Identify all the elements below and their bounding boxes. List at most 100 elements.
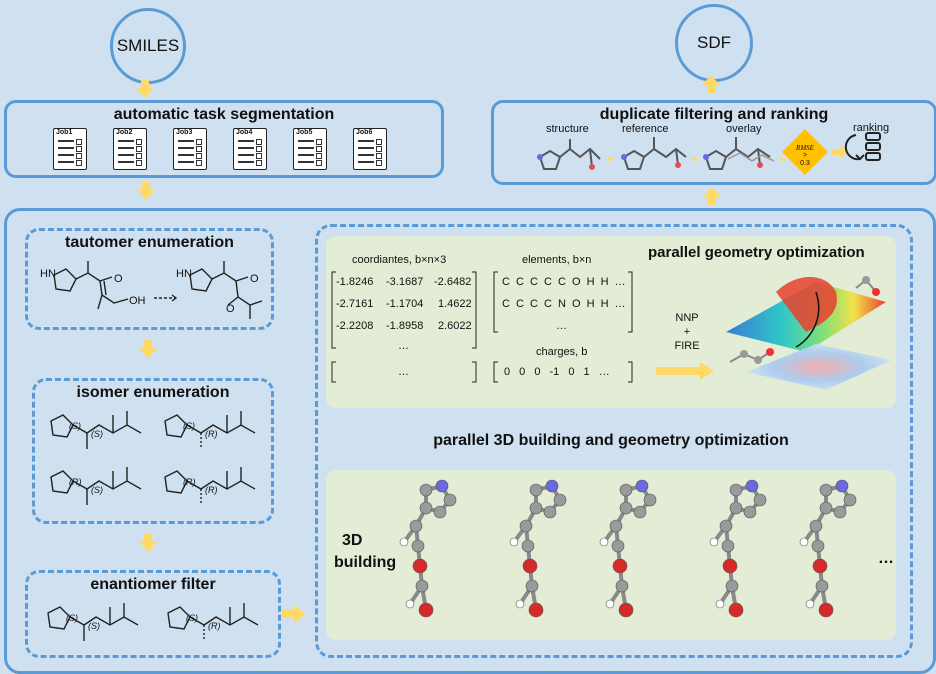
dedup-title: duplicate filtering and ranking [599, 106, 829, 123]
job-document: Job6 [353, 128, 387, 170]
job-document: Job4 [233, 128, 267, 170]
overlay-label: overlay [726, 123, 762, 135]
job-label: Job5 [296, 129, 313, 136]
coord-value: -2.6482 [434, 276, 472, 288]
isomer-box: isomer enumeration [32, 378, 274, 524]
smiles-node: SMILES [110, 8, 186, 84]
enantiomer-title: enantiomer filter [90, 576, 216, 593]
tautomer-title: tautomer enumeration [65, 234, 234, 251]
molecule-model [509, 479, 567, 618]
rmse-label: RMSE [796, 144, 814, 152]
segmentation-box: automatic task segmentation Job1 Job2 Job3… [4, 100, 444, 178]
tautomer-label-nh: HN [40, 268, 56, 280]
building-label-3d: 3D [342, 532, 363, 549]
coord-value: -1.1704 [386, 298, 424, 310]
charges-label: charges, b [536, 346, 588, 358]
sdf-node: SDF [675, 4, 753, 82]
optimization-panel: parallel geometry optimization coordiant… [326, 236, 896, 408]
rmse-threshold: 0.3 [800, 160, 810, 167]
job-document: Job2 [113, 128, 147, 170]
building-panel: 3D building … [326, 470, 896, 640]
stereo-label: (R) [208, 621, 221, 631]
coord-value: -2.2208 [336, 320, 374, 332]
job-label: Job6 [356, 129, 373, 136]
arrow-right [656, 362, 714, 380]
tautomer-structures [53, 261, 263, 319]
segmentation-title: automatic task segmentation [113, 106, 335, 123]
coord-value: 2.6022 [438, 320, 472, 332]
arrow-down [136, 80, 154, 98]
ellipsis: … [398, 366, 409, 378]
molecule-model [599, 479, 657, 618]
rmse-condition: RMSE > 0.3 [784, 144, 826, 168]
building-title: parallel 3D building and geometry optimi… [433, 432, 789, 449]
job-document: Job5 [293, 128, 327, 170]
coord-value: -1.8958 [386, 320, 424, 332]
isomer-title: isomer enumeration [76, 384, 230, 401]
stereo-label: (S) [88, 621, 100, 631]
tautomer-label-o-2: O [250, 273, 259, 285]
charges-row: 0 0 0 -1 0 1 … [504, 366, 610, 378]
molecule-model [799, 479, 857, 618]
method-nnp: NNP [675, 312, 699, 324]
element-row: C C C C N O H H … [502, 298, 626, 310]
stereo-label: (R) [69, 477, 82, 487]
stereo-label: (S) [91, 485, 103, 495]
tautomer-box: tautomer enumeration HN O OH [25, 228, 274, 330]
job-document: Job1 [53, 128, 87, 170]
element-row: C C C C C O H H … [502, 276, 626, 288]
conformer-models [399, 479, 857, 618]
stereo-label: (S) [91, 429, 103, 439]
overlay-structures [537, 129, 881, 175]
ellipsis: … [556, 320, 567, 332]
method-plus: + [683, 326, 691, 338]
coord-value: -2.7161 [336, 298, 374, 310]
dedup-box: duplicate filtering and ranking structur… [491, 100, 936, 185]
job-document: Job3 [173, 128, 207, 170]
coord-value: 1.4622 [438, 298, 472, 310]
optimization-title: parallel geometry optimization [648, 244, 865, 261]
coords-matrix-brackets [331, 271, 477, 383]
isomer-structures [50, 411, 256, 505]
stereo-label: (S) [69, 421, 81, 431]
coord-value: -1.8246 [336, 276, 374, 288]
rmse-operator: > [802, 152, 808, 159]
arrow-right [282, 605, 306, 623]
coords-label: coordiantes, b×n×3 [352, 254, 447, 266]
enantiomer-box: enantiomer filter (S) [25, 570, 281, 658]
energy-surface-image [726, 276, 892, 390]
reference-label: reference [622, 123, 669, 135]
stereo-label: (S) [183, 421, 195, 431]
job-label: Job2 [116, 129, 133, 136]
ranking-label: ranking [853, 122, 890, 134]
method-fire: FIRE [674, 340, 700, 352]
stereo-label: (R) [205, 485, 218, 495]
tautomer-label-o: O [114, 273, 123, 285]
job-label: Job4 [236, 129, 253, 136]
arrow-up [703, 187, 721, 205]
molecule-model [399, 479, 457, 618]
stereo-label: (R) [183, 477, 196, 487]
tautomer-label-o-3: O [226, 303, 235, 315]
arrow-down [139, 340, 157, 358]
arrow-up [702, 75, 720, 93]
building-label-building: building [334, 554, 397, 571]
tautomer-label-oh: OH [129, 295, 146, 307]
stereo-label: (R) [205, 429, 218, 439]
ellipsis: … [878, 550, 894, 567]
elements-matrix-brackets [493, 271, 633, 383]
ellipsis: … [398, 340, 409, 352]
arrow-down [139, 534, 157, 552]
stereo-label: (S) [186, 613, 198, 623]
coord-value: -3.1687 [386, 276, 424, 288]
enantiomer-structures [47, 603, 259, 641]
job-label: Job3 [176, 129, 193, 136]
job-label: Job1 [56, 129, 73, 136]
tautomer-label-nh-2: HN [176, 268, 192, 280]
arrow-down [137, 182, 155, 200]
structure-label: structure [546, 123, 589, 135]
molecule-model [709, 479, 767, 618]
elements-label: elements, b×n [522, 254, 592, 266]
stereo-label: (S) [66, 613, 78, 623]
